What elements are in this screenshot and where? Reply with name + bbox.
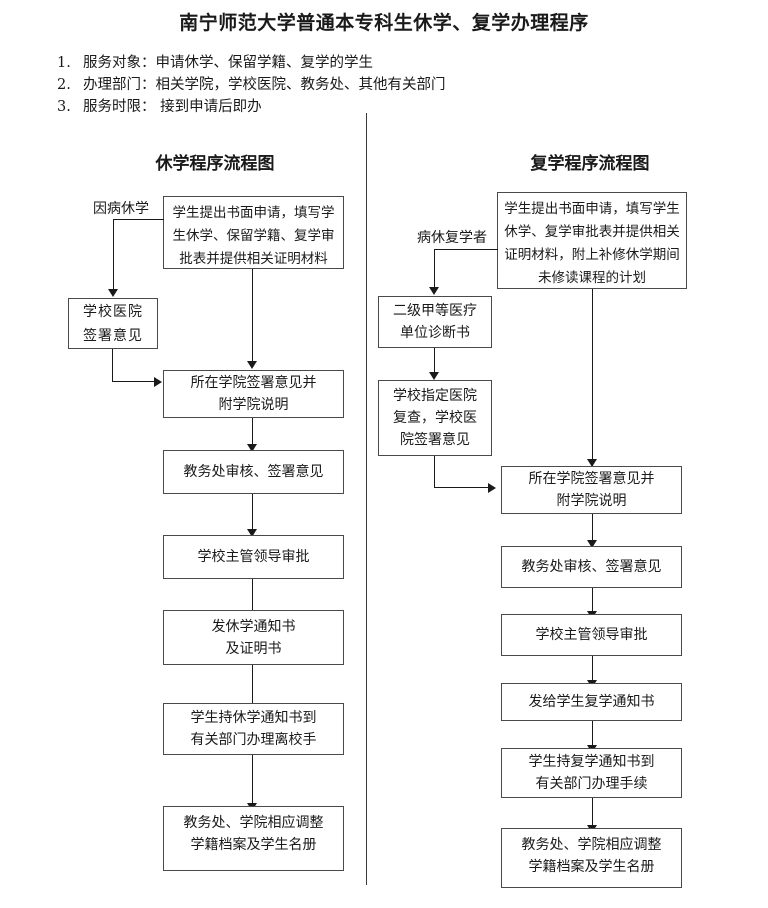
right-connector-7-8 [592,721,594,749]
intro-list: 1. 服务对象：申请休学、保留学籍、复学的学生 2. 办理部门：相关学院，学校医院、… [57,52,697,118]
right-connector-6-7 [592,656,594,682]
right-node-student-procedures: 学生持复学通知书到有关部门办理手续 [501,748,682,798]
right-node-application: 学生提出书面申请，填写学生休学、复学审批表并提供相关证明材料，附上补修休学期间未… [497,192,687,289]
left-connector-6-7 [252,665,254,705]
intro-item-2-number: 2. [57,77,71,93]
left-arrow-1-3 [247,361,257,369]
intro-item-3-number: 3. [57,99,71,115]
right-node-diagnosis-text: 二级甲等医疗单位诊断书 [393,303,477,341]
left-connector-3-4 [252,418,254,446]
intro-item-2-value: 相关学院，学校医院、教务处、其他有关部门 [155,77,446,93]
right-node-recheck-text: 学校指定医院复查，学校医院签署意见 [393,388,477,448]
left-connector-1-3 [252,269,254,363]
right-side-label-sick-return: 病休复学者 [417,230,487,246]
right-node-update-records: 教务处、学院相应调整学籍档案及学生名册 [501,828,682,888]
left-node-update-records-text: 教务处、学院相应调整学籍档案及学生名册 [183,815,324,853]
left-node-academic-affairs-text: 教务处审核、签署意见 [183,464,324,480]
intro-item-2: 2. 办理部门：相关学院，学校医院、教务处、其他有关部门 [57,74,697,96]
left-elbow-v-2 [112,349,114,382]
left-node-academic-affairs: 教务处审核、签署意见 [163,450,344,494]
right-arrow-to-college [488,483,496,493]
right-node-student-procedures-text: 学生持复学通知书到有关部门办理手续 [528,754,655,792]
right-elbow-h-2 [434,487,489,489]
intro-item-3-value: 接到申请后即办 [155,99,262,115]
right-elbow-v-2 [434,456,436,488]
left-node-college-opinion-text: 所在学院签署意见并附学院说明 [190,375,317,413]
right-arrow-2-3 [429,372,439,380]
left-elbow-h-1 [113,219,164,221]
left-node-issue-notice: 发休学通知书及证明书 [163,610,344,665]
right-node-recheck: 学校指定医院复查，学校医院签署意见 [378,380,492,456]
right-node-update-records-text: 教务处、学院相应调整学籍档案及学生名册 [521,837,662,875]
right-node-diagnosis: 二级甲等医疗单位诊断书 [378,296,492,348]
intro-item-1-label: 服务对象： [83,55,156,71]
page-title: 南宁师范大学普通本专科生休学、复学办理程序 [179,12,589,34]
left-node-college-opinion: 所在学院签署意见并附学院说明 [163,370,344,418]
left-node-application: 学生提出书面申请，填写学生休学、保留学籍、复学审批表并提供相关证明材料 [163,196,344,269]
intro-item-2-label: 办理部门： [83,77,156,93]
left-side-label-illness: 因病休学 [93,201,149,217]
right-node-leader-approval-text: 学校主管领导审批 [535,627,648,643]
intro-item-1-value: 申请休学、保留学籍、复学的学生 [155,55,374,71]
left-node-leader-approval: 学校主管领导审批 [163,535,344,579]
right-node-issue-notice: 发给学生复学通知书 [501,683,682,721]
left-elbow-v-1 [113,219,115,291]
left-node-update-records: 教务处、学院相应调整学籍档案及学生名册 [163,806,344,871]
intro-item-3: 3. 服务时限： 接到申请后即办 [57,96,697,118]
right-column-title: 复学程序流程图 [530,154,650,174]
right-node-issue-notice-text: 发给学生复学通知书 [528,694,655,710]
left-arrow-to-hospital [108,289,118,297]
right-connector-1-4 [592,289,594,469]
left-node-hospital-opinion-text: 学校医院签署意见 [83,303,143,344]
intro-item-1: 1. 服务对象：申请休学、保留学籍、复学的学生 [57,52,697,74]
right-elbow-h-1 [434,249,498,251]
left-node-issue-notice-text: 发休学通知书及证明书 [211,618,296,657]
intro-item-1-number: 1. [57,55,71,71]
right-node-academic-affairs-text: 教务处审核、签署意见 [521,559,662,575]
right-node-leader-approval: 学校主管领导审批 [501,614,682,656]
right-arrow-to-diagnosis [429,287,439,295]
left-node-hospital-opinion: 学校医院签署意见 [68,298,158,349]
right-elbow-v-1 [434,249,436,289]
right-arrow-4-5 [587,540,597,548]
intro-item-3-label: 服务时限： [83,99,156,115]
left-elbow-h-2 [112,381,155,383]
left-connector-7-8 [252,755,254,807]
right-connector-4-5 [592,514,594,542]
right-node-academic-affairs: 教务处审核、签署意见 [501,546,682,588]
left-connector-5-6 [252,579,254,614]
left-arrow-4-5 [247,529,257,537]
left-arrow-to-college [154,377,162,387]
right-arrow-1-4 [587,459,597,467]
left-column-title: 休学程序流程图 [155,154,275,174]
left-connector-4-5 [252,494,254,531]
right-connector-5-6 [592,588,594,613]
left-node-student-checkout-text: 学生持休学通知书到有关部门办理离校手 [190,710,317,748]
left-arrow-3-4 [247,444,257,452]
right-node-college-opinion-text: 所在学院签署意见并附学院说明 [528,471,655,509]
left-node-student-checkout: 学生持休学通知书到有关部门办理离校手 [163,703,344,755]
right-connector-8-9 [592,798,594,828]
right-node-application-text: 学生提出书面申请，填写学生休学、复学审批表并提供相关证明材料，附上补修休学期间未… [504,201,680,286]
right-connector-2-3 [434,348,436,376]
left-node-leader-approval-text: 学校主管领导审批 [197,549,310,565]
column-divider [366,113,367,885]
right-node-college-opinion: 所在学院签署意见并附学院说明 [501,466,682,514]
left-node-application-text: 学生提出书面申请，填写学生休学、保留学籍、复学审批表并提供相关证明材料 [172,205,335,267]
